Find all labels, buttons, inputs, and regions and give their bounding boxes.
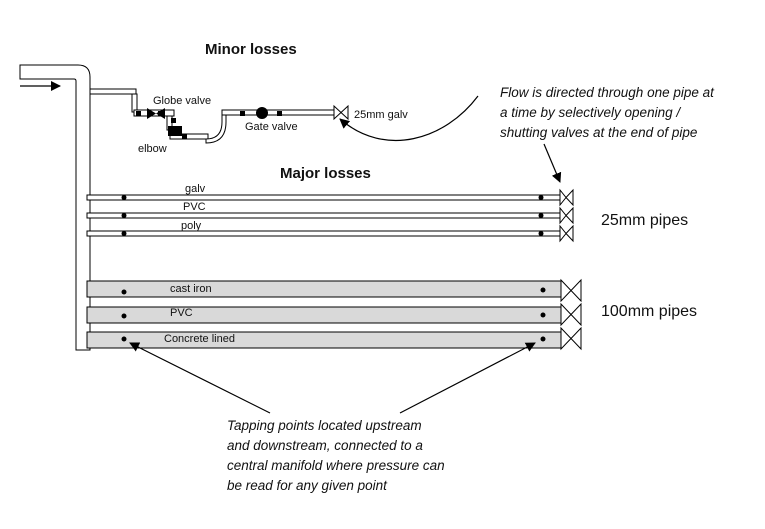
elbow-fitting bbox=[168, 126, 182, 136]
tapping-point bbox=[540, 336, 546, 342]
tapping-point bbox=[538, 195, 544, 200]
gate-valve-label: Gate valve bbox=[245, 121, 298, 133]
fitting-marker bbox=[136, 111, 141, 116]
small-pipe-poly bbox=[86, 224, 574, 243]
pipe-label: poly bbox=[181, 220, 202, 232]
pipe-label: cast iron bbox=[170, 283, 212, 295]
globe-valve-label: Globe valve bbox=[153, 95, 211, 107]
fitting-marker bbox=[240, 111, 245, 116]
major-losses-title: Major losses bbox=[280, 165, 371, 182]
pipe-valve-icon bbox=[570, 278, 582, 303]
pipe-valve-icon bbox=[565, 188, 574, 207]
group-label-25mm: 25mm pipes bbox=[601, 212, 688, 229]
tapping-note: Tapping points located upstream and down… bbox=[227, 418, 445, 493]
flow-arrow-straight bbox=[543, 143, 562, 183]
tapping-point bbox=[121, 195, 127, 200]
tapping-point bbox=[538, 213, 544, 218]
pipe-valve-icon bbox=[570, 326, 582, 351]
tapping-point bbox=[121, 231, 127, 236]
pipe-valve-icon bbox=[560, 278, 572, 303]
minor-losses-title: Minor losses bbox=[205, 41, 297, 58]
large-pipe-concrete-lined bbox=[86, 326, 582, 351]
large-pipe-cast-iron bbox=[86, 278, 582, 303]
tapping-point bbox=[121, 289, 127, 295]
pipe-label: galv bbox=[185, 183, 206, 195]
flow-arrow-curved bbox=[339, 95, 479, 141]
fitting-marker bbox=[277, 111, 282, 116]
pipe-valve-icon bbox=[565, 206, 574, 225]
fitting-marker bbox=[182, 134, 187, 139]
tapping-note-line: be read for any given point bbox=[227, 478, 388, 493]
pipe-valve-icon bbox=[560, 326, 572, 351]
large-pipe-pvc bbox=[86, 302, 582, 327]
pipe-valve-icon bbox=[570, 302, 582, 327]
tapping-point bbox=[121, 336, 127, 342]
tapping-point bbox=[121, 313, 127, 319]
elbow-label: elbow bbox=[138, 143, 167, 155]
small-pipe-pvc bbox=[86, 206, 574, 225]
pipe-label: PVC bbox=[183, 201, 206, 213]
pipe-valve-icon bbox=[560, 302, 572, 327]
pipe-valve-icon bbox=[559, 206, 567, 225]
tapping-point bbox=[121, 213, 127, 218]
pipe-label: Concrete lined bbox=[164, 333, 235, 345]
tapping-arrow-upstream bbox=[129, 342, 271, 414]
tapping-arrow-downstream bbox=[399, 342, 536, 414]
group-label-100mm: 100mm pipes bbox=[601, 303, 697, 320]
pipe-valve-icon bbox=[559, 224, 567, 243]
end-valve-icon bbox=[340, 104, 349, 121]
pipe-valve-icon bbox=[565, 224, 574, 243]
pipe-valve-icon bbox=[559, 188, 567, 207]
flow-note-line: a time by selectively opening / bbox=[500, 105, 681, 120]
fitting-marker bbox=[171, 118, 176, 123]
gate-valve-icon bbox=[256, 107, 268, 119]
pipe-label: PVC bbox=[170, 307, 193, 319]
small-pipe-galv bbox=[86, 188, 574, 207]
inlet-manifold bbox=[19, 64, 91, 351]
flow-note: Flow is directed through one pipe at a t… bbox=[500, 85, 715, 140]
tapping-point bbox=[540, 312, 546, 318]
galv-25mm-label: 25mm galv bbox=[354, 109, 408, 121]
end-valve-icon bbox=[333, 104, 342, 121]
tapping-note-line: Tapping points located upstream bbox=[227, 418, 422, 433]
tapping-point bbox=[540, 287, 546, 293]
globe-valve-icon bbox=[147, 108, 156, 119]
minor-losses-pipe-run bbox=[89, 88, 337, 144]
flow-note-line: shutting valves at the end of pipe bbox=[500, 125, 697, 140]
flow-note-line: Flow is directed through one pipe at bbox=[500, 85, 715, 100]
tapping-point bbox=[538, 231, 544, 236]
tapping-note-line: and downstream, connected to a bbox=[227, 438, 423, 453]
globe-valve-icon bbox=[156, 108, 165, 119]
tapping-note-line: central manifold where pressure can bbox=[227, 458, 445, 473]
